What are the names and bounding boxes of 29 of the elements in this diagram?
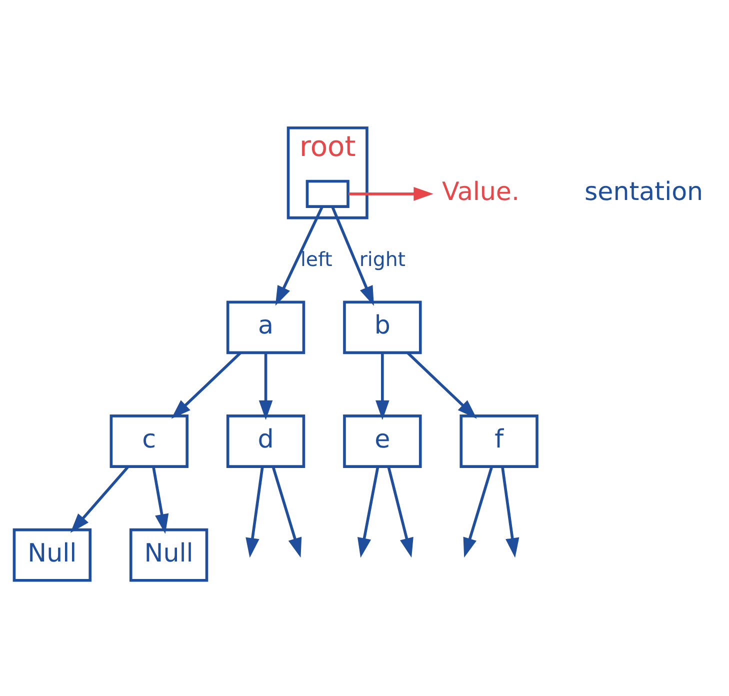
node-box: c [110,414,188,468]
node-box: Null [129,528,208,582]
node-box: e [343,414,422,468]
node-box: Null [12,528,92,582]
arrow [258,352,273,420]
node-box: d [226,414,306,468]
arrow [246,466,264,558]
arrow [70,465,130,532]
edge-label: right [359,247,406,270]
arrow [406,351,477,418]
node-box: f [460,414,538,468]
arrow [463,466,494,558]
arrow [387,466,414,558]
cluster: root [286,126,368,219]
arrow [348,186,434,200]
arrow [376,352,390,420]
node-box [306,179,350,208]
edge-label: left [300,247,332,270]
arrow [152,466,169,534]
node-box: a [226,300,306,354]
arrow [357,466,380,558]
arrow [272,466,302,558]
arrow [171,351,242,418]
arrow [501,466,520,558]
arrow [275,206,324,306]
arrow [331,206,374,306]
node-text: Value. [442,176,520,206]
label: sentation [584,176,704,206]
node-box: b [343,300,422,354]
